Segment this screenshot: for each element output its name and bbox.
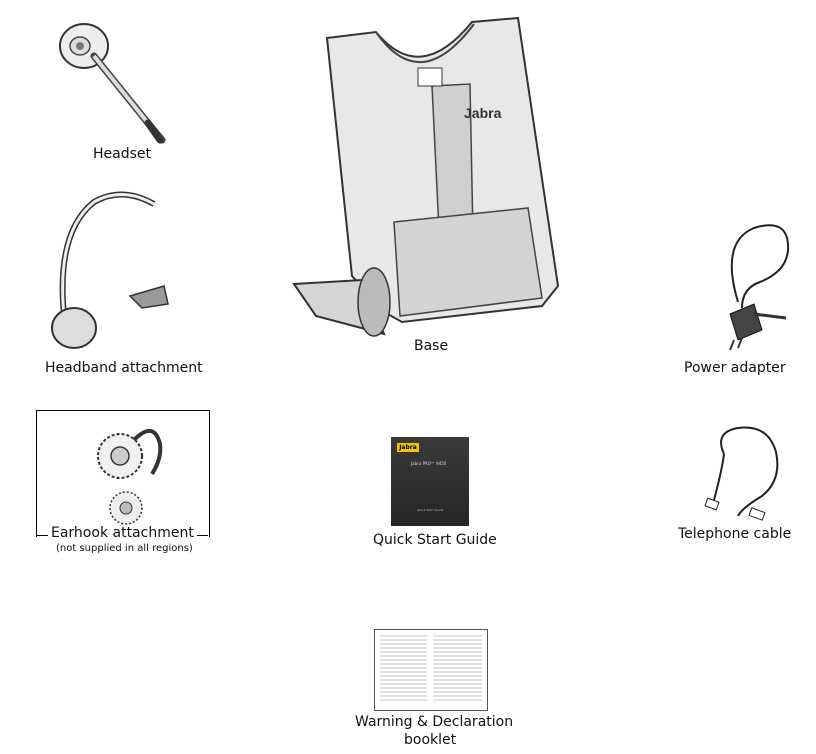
warning-booklet-label-line2: booklet — [404, 732, 457, 748]
quick-start-guide-illustration: Jabra Jabra PRO™ 9450 Quick Start Guide — [391, 437, 469, 526]
earhook-illustration — [97, 429, 163, 525]
telephone-cable-illustration — [704, 426, 779, 521]
headband-label: Headband attachment — [45, 360, 203, 376]
quick-start-guide-label: Quick Start Guide — [373, 532, 497, 548]
headset-illustration — [59, 23, 166, 144]
headset-label: Headset — [93, 146, 152, 162]
earhook-frame-bottom-left — [36, 535, 48, 536]
base-illustration: Jabra — [292, 16, 560, 337]
qsg-cover-brand: Jabra — [397, 443, 419, 452]
base-label: Base — [414, 338, 449, 354]
base-brand: Jabra — [464, 105, 502, 121]
earhook-frame — [36, 410, 210, 537]
warning-booklet-label-line1: Warning & Declaration — [355, 714, 514, 730]
earhook-label: Earhook attachment — [48, 525, 197, 541]
power-adapter-label: Power adapter — [684, 360, 786, 376]
headband-illustration — [51, 191, 169, 349]
earhook-frame-bottom-right — [190, 535, 208, 536]
earhook-note: (not supplied in all regions) — [56, 543, 193, 554]
telephone-cable-label: Telephone cable — [678, 526, 792, 542]
qsg-cover-product: Jabra PRO™ 9450 — [411, 461, 447, 466]
power-adapter-illustration — [729, 224, 790, 351]
booklet-illustration — [374, 629, 488, 711]
qsg-cover-footer: Quick Start Guide — [417, 508, 444, 512]
